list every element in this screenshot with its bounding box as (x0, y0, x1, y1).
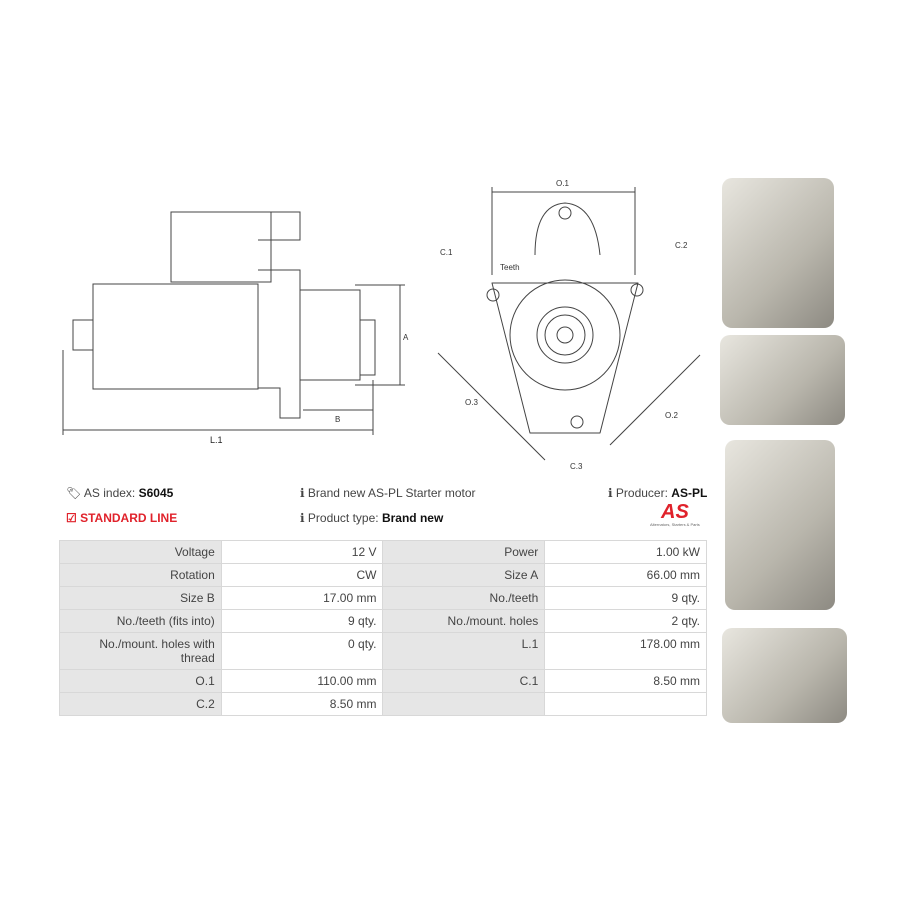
tag-icon: 🏷 (66, 486, 82, 500)
product-photo-rear[interactable] (725, 440, 835, 610)
spec-label: No./mount. holes (382, 609, 546, 633)
label-o1: O.1 (556, 179, 569, 188)
label-o2: O.2 (665, 411, 678, 420)
label-c2: C.2 (675, 241, 688, 250)
spec-value: 9 qty. (544, 586, 707, 610)
spec-value: CW (220, 563, 384, 587)
front-view-diagram: O.1 C.1 C.2 C.3 Teeth O.3 O.2 (437, 179, 701, 471)
label-c3: C.3 (570, 462, 583, 471)
spec-label: O.1 (59, 669, 222, 693)
product-type: ℹ Product type: Brand new (300, 511, 444, 525)
spec-value (544, 692, 707, 716)
table-row: No./teeth (fits into)9 qty.No./mount. ho… (59, 609, 707, 633)
spec-label: Size A (382, 563, 546, 587)
spec-label: C.2 (59, 692, 222, 716)
checkbox-icon: ☑ (66, 511, 77, 525)
as-index: 🏷 AS index: S6045 (66, 486, 174, 500)
spec-label: No./teeth (fits into) (59, 609, 222, 633)
spec-value: 66.00 mm (544, 563, 707, 587)
spec-value: 2 qty. (544, 609, 707, 633)
spec-value: 17.00 mm (220, 586, 384, 610)
label-b: B (335, 415, 340, 424)
spec-value: 8.50 mm (544, 669, 707, 693)
standard-line-badge: ☑ STANDARD LINE (66, 511, 178, 525)
as-pl-logo: AS Alternators, Starters & Parts (650, 501, 700, 527)
info-icon: ℹ (300, 486, 305, 500)
label-l1: L.1 (210, 435, 223, 445)
spec-value: 8.50 mm (220, 692, 384, 716)
product-photo-top[interactable] (722, 628, 847, 723)
spec-label: Power (382, 540, 546, 564)
spec-value: 178.00 mm (544, 632, 707, 670)
spec-label: Voltage (59, 540, 222, 564)
spec-label: Size B (59, 586, 222, 610)
label-c1: C.1 (440, 248, 453, 257)
spec-value: 0 qty. (220, 632, 384, 670)
spec-label: C.1 (382, 669, 546, 693)
product-photo-side[interactable] (720, 335, 845, 425)
spec-label (382, 692, 546, 716)
info-icon: ℹ (300, 511, 305, 525)
label-teeth: Teeth (500, 263, 520, 272)
spec-label: L.1 (382, 632, 546, 670)
info-icon: ℹ (608, 486, 613, 500)
spec-label: Rotation (59, 563, 222, 587)
spec-value: 12 V (220, 540, 384, 564)
spec-label: No./teeth (382, 586, 546, 610)
product-photo-front[interactable] (722, 178, 834, 328)
spec-label: No./mount. holes with thread (59, 632, 222, 670)
spec-value: 9 qty. (220, 609, 384, 633)
spec-value: 110.00 mm (220, 669, 384, 693)
spec-value: 1.00 kW (544, 540, 707, 564)
producer: ℹ Producer: AS-PL (608, 486, 708, 500)
description: ℹ Brand new AS-PL Starter motor (300, 486, 476, 500)
label-a: A (403, 333, 409, 342)
side-view-diagram: L.1 B A (62, 211, 409, 445)
label-o3: O.3 (465, 398, 478, 407)
